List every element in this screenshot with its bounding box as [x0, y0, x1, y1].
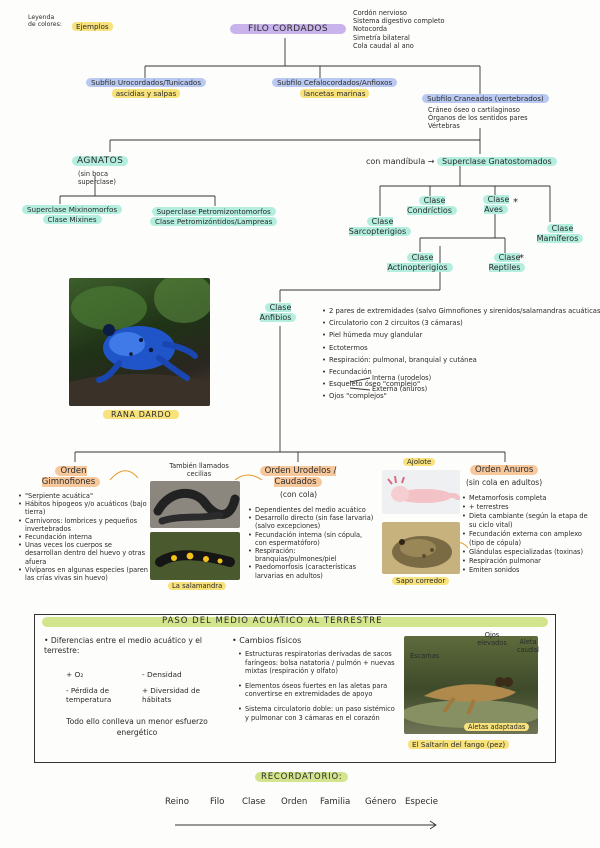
mudskipper-image [404, 677, 538, 728]
paso-title-highlight [42, 617, 548, 627]
paso-title: PASO DEL MEDIO ACUÁTICO AL TERRESTRE [162, 616, 383, 626]
phylum-title: FILO CORDADOS [230, 24, 346, 34]
caecilian-photo [150, 481, 240, 528]
cambios-fisicos-list: Estructuras respiratorias derivadas de s… [238, 650, 398, 722]
paso-diferencias: • Diferencias entre el medio acuático y … [44, 636, 203, 655]
frog-caption: RANA DARDO [103, 410, 180, 420]
anuros-traits: Metamorfosis completa + terrestres Dieta… [462, 494, 588, 575]
clase-mamiferos: Clase Mamíferos [532, 224, 588, 243]
axolotl-image [387, 475, 460, 503]
agnatos-sub: (sin boca superclase) [78, 170, 116, 187]
rank-especie: Especie [405, 797, 439, 807]
recordatorio-title: RECORDATORIO: [255, 772, 349, 783]
agnatos-title: AGNATOS [72, 156, 129, 166]
mudskipper-caption: El Saltarín del fango (pez) [408, 740, 510, 750]
rank-reino: Reino [165, 797, 189, 807]
rank-familia: Familia [320, 797, 351, 807]
fecundacion-externa: Externa (anuros) [372, 385, 428, 393]
item-temperature: - Pérdida de temperatura [66, 686, 112, 704]
gimnofiones-traits: "Serpiente acuática" Hábitos hipogeos y/… [18, 492, 148, 582]
fire-salamander-image [155, 550, 235, 567]
label-aletas: Aletas adaptadas [464, 723, 530, 731]
urodelos-sub: (con cola) [280, 490, 318, 499]
aves-star: * [513, 197, 518, 208]
legend-label: Leyenda de colores: [28, 14, 62, 28]
cecilia-caption: También llamados cecilias [169, 462, 229, 479]
salamander-caption: La salamandra [168, 582, 227, 592]
label-aleta-caudal: Aleta caudal [517, 638, 539, 655]
paso-section-box [34, 614, 556, 763]
natterjack-toad-image [392, 536, 452, 568]
anfibios-traits: 2 pares de extremidades (salvo Gimnofion… [322, 305, 600, 403]
subphylum-cefalocordados: Subfilo Cefalocordados/Anfioxos lancetas… [272, 78, 398, 98]
salamander-photo [150, 532, 240, 580]
rank-clase: Clase [242, 797, 266, 807]
fecundacion-interna: Interna (urodelos) [372, 374, 432, 382]
mudskipper-photo [404, 636, 538, 734]
superclase-petromizontomorfos: Superclase Petromizontomorfos Clase Petr… [150, 207, 278, 226]
paso-conclusion: Todo ello conlleva un menor esfuerzo ene… [66, 717, 208, 737]
rank-filo: Filo [210, 797, 225, 807]
axolotl-photo [382, 470, 460, 514]
ajolote-caption: Ajolote [403, 458, 436, 468]
item-oxygen: + O₂ [66, 670, 84, 679]
clase-sarcopterigios: Clase Sarcopterigios [340, 217, 420, 236]
rank-orden: Orden [281, 797, 308, 807]
reptiles-star: * [519, 253, 524, 264]
orden-gimnofiones: Orden Gimnofiones [28, 466, 114, 488]
label-ojos: Ojos elevados [477, 631, 507, 648]
orden-anuros: Orden Anuros [470, 465, 539, 476]
clase-aves: Clase Aves [482, 195, 510, 214]
clase-anfibios: Clase Anfibios [250, 303, 306, 322]
superclase-mixinomorfos: Superclase Mixinomorfos Clase Mixines [22, 205, 123, 224]
orden-urodelos: Orden Urodelos / Caudados [258, 466, 338, 488]
blue-poison-dart-frog-image [69, 278, 210, 406]
item-density: - Densidad [142, 670, 182, 679]
label-escamas: Escamas [410, 652, 440, 660]
rank-genero: Género [365, 797, 397, 807]
superclase-gnatostomados: con mandíbula → Superclase Gnatostomados [366, 157, 557, 167]
frog-photo [69, 278, 210, 406]
subphylum-urocordados: Subfilo Urocordados/Tunicados ascidias y… [86, 78, 207, 98]
urodelos-traits: Dependientes del medio acuático Desarrol… [248, 506, 374, 580]
legend-examples: Ejemplos [72, 22, 113, 32]
caecilian-image [153, 488, 240, 525]
clase-actinopterigios: Clase Actinopterigios [380, 253, 460, 272]
item-habitats: + Diversidad de hábitats [142, 686, 201, 704]
toad-caption: Sapo corredor [392, 577, 450, 587]
anuros-sub: (sin cola en adultos) [466, 478, 543, 487]
cambios-fisicos-title: • Cambios físicos [232, 636, 302, 645]
subphylum-craneados: Subfilo Craneados (vertebrados) [422, 94, 549, 104]
clase-condrictios: Clase Condríctios [404, 196, 460, 215]
toad-photo [382, 522, 460, 574]
clase-reptiles: Clase Reptiles [484, 253, 530, 272]
